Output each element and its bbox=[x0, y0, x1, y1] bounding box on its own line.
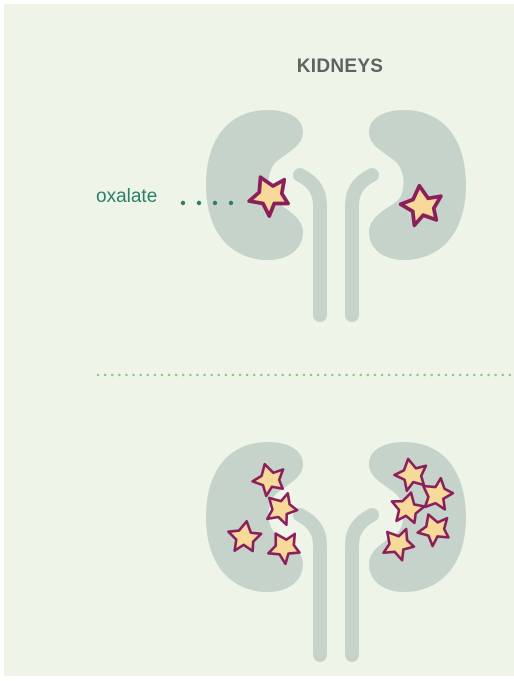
left-ureter bbox=[300, 175, 320, 315]
right-ureter bbox=[352, 175, 372, 315]
right-kidney bbox=[369, 110, 466, 260]
left-ureter bbox=[300, 515, 320, 655]
left-kidney bbox=[206, 110, 303, 260]
right-ureter bbox=[352, 515, 372, 655]
bottom-kidney-pair bbox=[206, 442, 466, 655]
left-kidney bbox=[206, 442, 303, 592]
top-kidney-pair bbox=[206, 110, 466, 315]
right-kidney bbox=[369, 442, 466, 592]
